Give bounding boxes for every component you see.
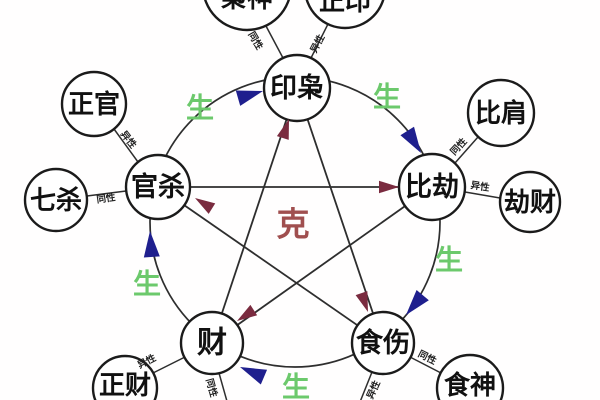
connector-line-zhengcai-cai: [152, 356, 186, 374]
connector-line-zhengguan-guansha: [113, 128, 139, 163]
connector-label-jiecai-bijie: 异性: [470, 179, 491, 194]
connector-label-shishen-shishang: 同性: [416, 348, 439, 368]
sheng-label-4: 生: [282, 372, 310, 400]
connector-label-zhengyin-yinxiao: 异性: [308, 32, 328, 55]
connector-label-qisha-guansha: 同性: [96, 191, 117, 206]
satellite-node-label-zhengyin: 正印: [319, 0, 371, 16]
connector-label-zhengguan-guansha: 异性: [118, 129, 139, 152]
ke-arrow-icon: [195, 198, 216, 214]
main-node-guansha: [124, 153, 192, 221]
satellite-node-xiaoshen: [204, 0, 290, 32]
satellite-node-label-jiecai: 劫财: [504, 187, 556, 217]
connector-line-bijian-bijie: [454, 136, 479, 164]
satellite-node-shishen: [435, 353, 505, 400]
sheng-arrow-icon: [240, 367, 268, 385]
connector-line-zhengyin-yinxiao: [310, 23, 329, 59]
main-node-cai: [179, 310, 245, 376]
sheng-arrow-icon: [143, 231, 160, 258]
main-node-label-guansha: 官杀: [131, 171, 185, 202]
connector-line-cai-down: [218, 372, 228, 400]
ke-line-shishang-guansha: [157, 186, 384, 344]
main-node-label-yinxiao: 印枭: [270, 72, 324, 103]
main-node-label-cai: 财: [197, 327, 227, 360]
connector-label-shishang-down: 异性: [364, 378, 383, 400]
connector-line-qisha-guansha: [86, 190, 127, 197]
sheng-label-2: 生: [435, 245, 463, 276]
sheng-label-1: 生: [373, 82, 401, 113]
satellite-node-zhengcai: [91, 354, 159, 400]
main-node-label-bijie: 比劫: [405, 172, 459, 202]
satellite-node-zhengguan: [60, 70, 128, 138]
ke-center-label: 克: [277, 206, 310, 243]
sheng-arrow-icon: [406, 289, 429, 315]
connector-line-jiecai-bijie: [464, 191, 501, 199]
connector-label-xiaoshen-yinxiao: 同性: [245, 30, 265, 53]
main-node-label-shishang: 食伤: [356, 327, 410, 358]
ke-arrow-icon: [355, 291, 368, 312]
ke-arrow-icon: [379, 180, 399, 194]
main-node-shishang: [350, 310, 416, 376]
satellite-node-label-bijian: 比肩: [475, 98, 527, 128]
sheng-arrow-icon: [235, 90, 263, 106]
sheng-label-0: 生: [186, 93, 214, 124]
satellite-node-label-xiaoshen: 枭神: [221, 0, 273, 13]
ke-arrow-icon: [276, 119, 289, 140]
sheng-label-3: 生: [133, 269, 161, 300]
satellite-node-label-zhengcai: 正财: [99, 370, 151, 400]
satellite-node-zhengyin: [305, 0, 385, 30]
satellite-node-jiecai: [498, 170, 562, 234]
connector-line-shishen-shishang: [409, 356, 442, 374]
connector-line-xiaoshen-yinxiao: [265, 25, 284, 59]
satellite-node-qisha: [23, 167, 89, 233]
ke-line-yinxiao-shishang: [296, 87, 384, 344]
connector-line-shishang-down: [359, 371, 373, 400]
main-node-yinxiao: [262, 53, 332, 123]
connector-label-bijian-bijie: 同性: [448, 135, 470, 157]
satellite-node-label-zhengguan: 正官: [68, 89, 120, 119]
sheng-arrow-icon: [400, 126, 421, 153]
satellite-node-label-shishen: 食神: [444, 370, 496, 400]
satellite-node-label-qisha: 七杀: [30, 185, 82, 215]
satellite-node-bijian: [466, 78, 536, 148]
connector-label-cai-down: 同性: [203, 377, 220, 399]
ke-arrow-icon: [237, 304, 258, 321]
